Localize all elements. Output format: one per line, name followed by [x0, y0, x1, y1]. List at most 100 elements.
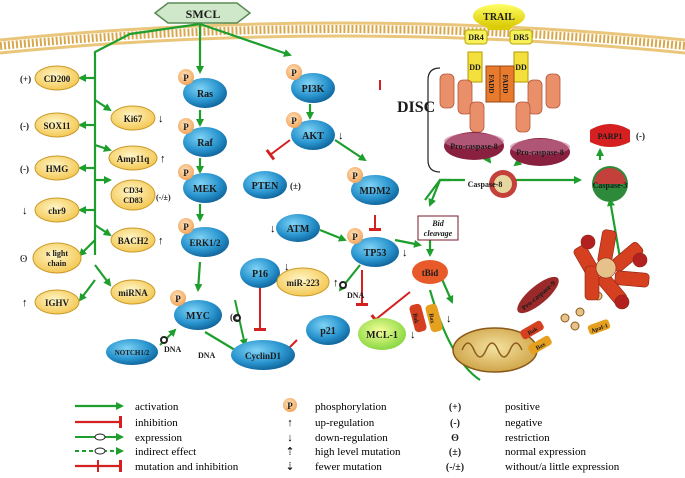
svg-text:cleavage: cleavage [424, 229, 453, 238]
svg-text:Bid: Bid [431, 219, 445, 228]
svg-text:↓: ↓ [284, 261, 290, 273]
node-mir223: miR-223 ↑ DNA [276, 267, 365, 300]
svg-text:miRNA: miRNA [118, 288, 148, 298]
node-procasp9: Pro-caspase-9 [517, 276, 559, 314]
svg-text:inhibition: inhibition [135, 417, 178, 429]
legend-indirect: indirect effect [75, 446, 196, 458]
svg-text:MCL-1: MCL-1 [366, 330, 398, 341]
svg-text:Caspase-3: Caspase-3 [593, 181, 628, 190]
svg-text:normal expression: normal expression [505, 446, 586, 458]
node-pten: PTEN(±) [243, 171, 301, 199]
svg-text:ATM: ATM [287, 224, 310, 235]
svg-text:↑: ↑ [333, 277, 339, 289]
svg-text:↓: ↓ [402, 247, 408, 259]
svg-text:PARP1: PARP1 [598, 132, 623, 141]
node-akt: AKT P ↓ [286, 112, 344, 150]
svg-text:AKT: AKT [302, 131, 324, 142]
svg-text:P: P [352, 232, 358, 242]
cell-membrane [0, 21, 685, 55]
svg-text:(-/±): (-/±) [446, 462, 464, 473]
svg-text:DR5: DR5 [513, 33, 529, 42]
receptor-coils [439, 73, 561, 133]
svg-text:P: P [183, 73, 189, 83]
svg-text:TP53: TP53 [364, 248, 387, 259]
svg-text:p21: p21 [320, 326, 336, 337]
svg-text:↓: ↓ [270, 223, 276, 235]
marker-chr9: chr9↓ [22, 197, 80, 223]
disc-label: DISC [397, 99, 435, 116]
svg-text:Ras: Ras [197, 89, 213, 100]
node-p21: p21 [306, 315, 350, 345]
legend-high-mut: ⇡high level mutation [285, 446, 401, 458]
up-arrow-ighv: ↑ [22, 297, 28, 309]
svg-text:Caspase-8: Caspase-8 [468, 180, 503, 189]
apoptosome [573, 229, 650, 310]
svg-text:(+): (+) [20, 74, 31, 84]
svg-text:Apaf-1: Apaf-1 [590, 323, 609, 335]
svg-text:positive: positive [505, 401, 540, 413]
svg-text:DNA: DNA [198, 351, 216, 360]
node-procasp8-right: Pro-caspase-8 [510, 138, 570, 166]
svg-text:ʘ: ʘ [451, 433, 459, 444]
svg-text:Ki67: Ki67 [124, 114, 143, 124]
svg-text:PTEN: PTEN [252, 181, 279, 192]
svg-text:TRAIL: TRAIL [483, 12, 515, 23]
legend-mutation: mutation and inhibition [75, 460, 239, 473]
marker-ki67: Ki67↓ [110, 105, 164, 131]
svg-text:(-): (-) [636, 131, 645, 141]
svg-text:↓: ↓ [338, 130, 344, 142]
svg-text:without/a little expression: without/a little expression [505, 461, 620, 473]
svg-text:(±): (±) [449, 447, 461, 458]
svg-text:↑: ↑ [287, 417, 293, 429]
svg-text:MDM2: MDM2 [359, 186, 390, 197]
svg-text:Pro-caspase-8: Pro-caspase-8 [516, 148, 563, 157]
svg-text:CyclinD1: CyclinD1 [245, 351, 282, 361]
node-p16: P16 ↓ [240, 258, 290, 288]
node-cyclind1: CyclinD1 DNA [198, 340, 295, 370]
svg-text:P16: P16 [252, 269, 268, 280]
svg-text:↓: ↓ [287, 432, 293, 444]
marker-bach2: BACH2↑ [110, 227, 164, 253]
node-mcl1: MCL-1 ↓ [358, 318, 416, 350]
marker-amp11q: Amp11q↑ [108, 145, 166, 171]
left-markers: CD200(+) SOX11(-) HMG(-) chr9↓ κ lightch… [20, 65, 82, 315]
expression-arrows [159, 281, 347, 347]
svg-text:P: P [352, 171, 358, 181]
svg-text:(±): (±) [230, 312, 241, 322]
svg-text:SOX11: SOX11 [43, 121, 71, 131]
svg-text:phosphorylation: phosphorylation [315, 401, 387, 413]
svg-text:(+): (+) [449, 402, 461, 413]
svg-text:P: P [183, 168, 189, 178]
svg-text:DNA: DNA [164, 345, 182, 354]
svg-text:↓: ↓ [410, 329, 416, 341]
svg-text:P: P [291, 116, 297, 126]
svg-text:Pro-caspase-8: Pro-caspase-8 [450, 142, 497, 151]
svg-text:DR4: DR4 [468, 33, 484, 42]
svg-text:⇣: ⇣ [285, 461, 294, 473]
svg-text:CD34: CD34 [123, 186, 143, 195]
svg-text:Bax: Bax [427, 313, 435, 324]
svg-text:mutation and inhibition: mutation and inhibition [135, 461, 239, 473]
trail-ligand: TRAIL [473, 4, 525, 30]
svg-text:MEK: MEK [193, 184, 217, 195]
legend: activation inhibition expression indirec… [75, 398, 620, 473]
node-atm: ATM ↓ [270, 214, 320, 242]
svg-text:miR-223: miR-223 [287, 278, 320, 288]
svg-text:FADD: FADD [487, 75, 495, 94]
svg-text:DNA: DNA [347, 291, 365, 300]
svg-text:↑: ↑ [160, 153, 166, 165]
svg-text:P: P [287, 401, 293, 411]
svg-text:indirect effect: indirect effect [135, 446, 196, 458]
legend-fewer-mut: ⇣fewer mutation [285, 461, 382, 473]
svg-text:DD: DD [515, 63, 527, 72]
svg-text:Raf: Raf [197, 138, 213, 149]
svg-text:restriction: restriction [505, 432, 550, 444]
svg-text:P: P [183, 122, 189, 132]
marker-hmg: HMG(-) [20, 155, 80, 181]
svg-text:(-): (-) [20, 164, 29, 174]
svg-text:BACH2: BACH2 [118, 236, 149, 246]
